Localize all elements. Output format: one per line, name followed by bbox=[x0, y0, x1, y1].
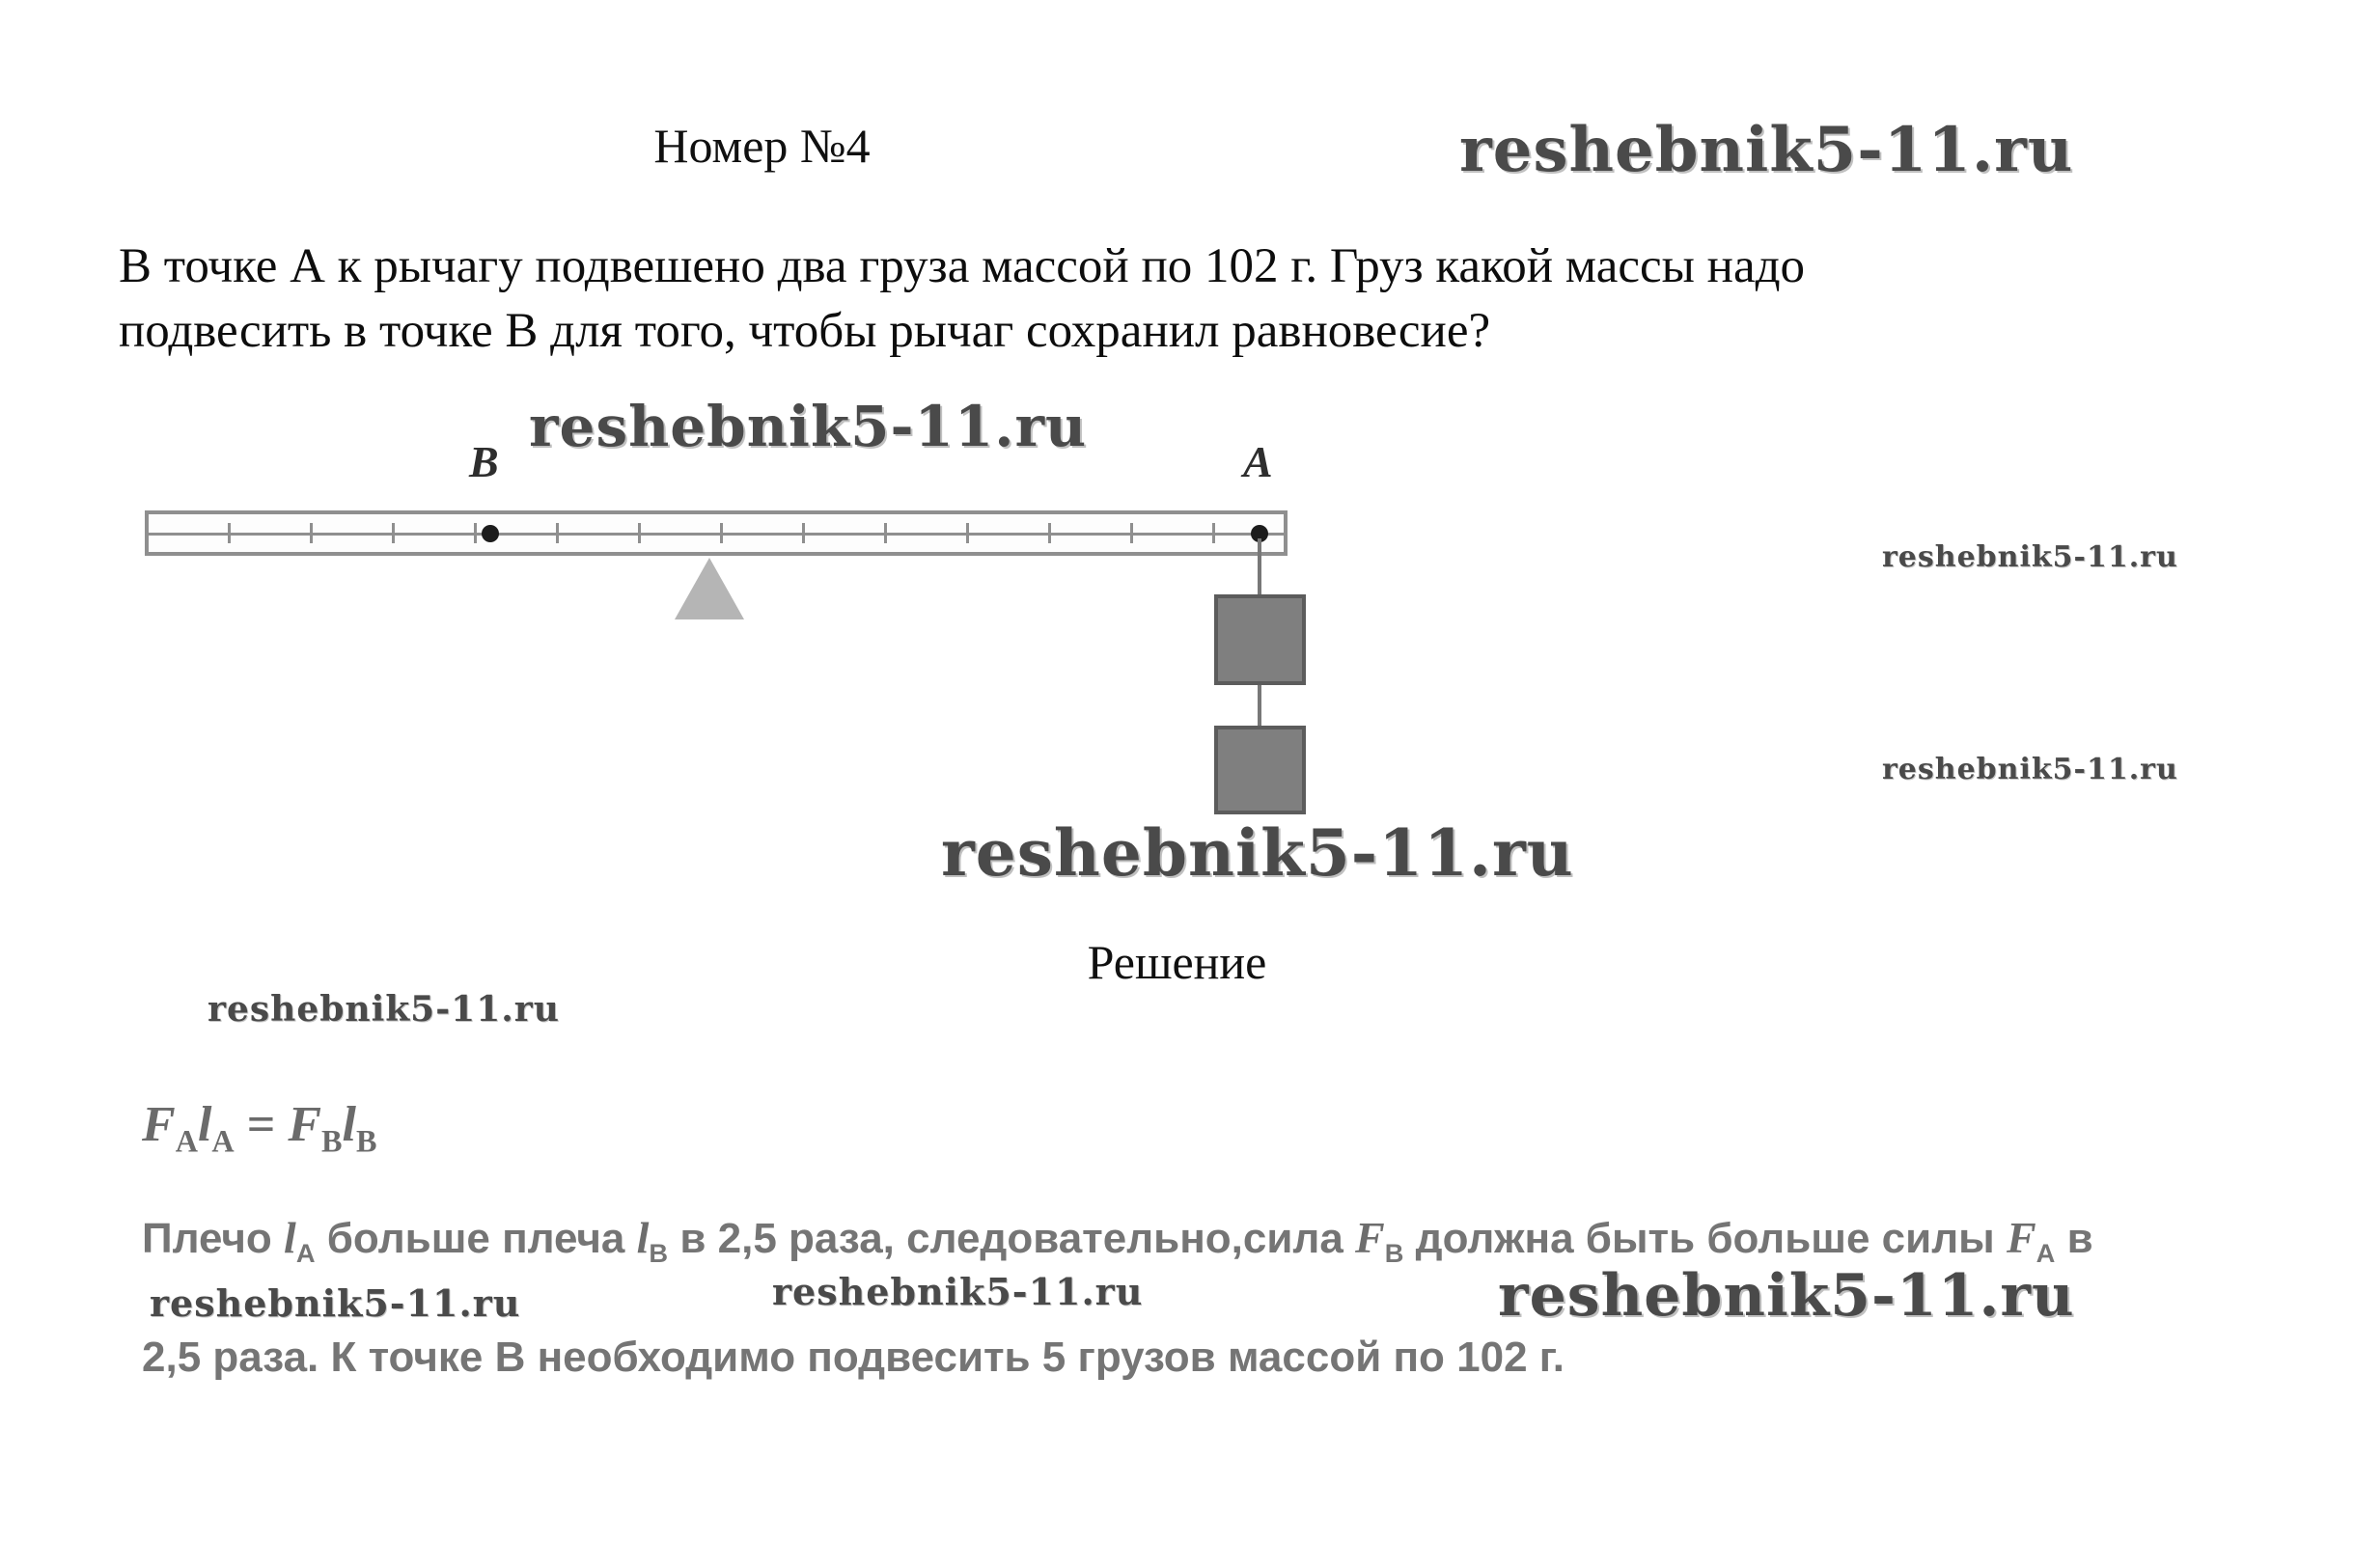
solution-sub-b: B bbox=[649, 1237, 669, 1268]
weight-block-2 bbox=[1214, 726, 1306, 814]
solution-math-f-a: F bbox=[2006, 1213, 2036, 1262]
formula-sub-A: A bbox=[175, 1123, 198, 1159]
solution-math-l-a: l bbox=[284, 1213, 296, 1262]
watermark-left-small: reshebnik5-11.ru bbox=[208, 989, 560, 1030]
watermark-right-1: reshebnik5-11.ru bbox=[1882, 540, 2178, 574]
watermark-diagram: reshebnik5-11.ru bbox=[529, 394, 1088, 459]
page-title: Номер №4 bbox=[653, 119, 871, 173]
solution-sub-a2: A bbox=[2036, 1237, 2056, 1268]
solution-math-f-b: F bbox=[1355, 1213, 1385, 1262]
solution-seg-1: Плечо bbox=[142, 1215, 285, 1262]
solution-seg-5: в bbox=[2055, 1215, 2093, 1262]
solution-text-line-2: 2,5 раза. К точке В необходимо подвесить… bbox=[142, 1334, 1565, 1381]
point-b-dot bbox=[482, 525, 499, 542]
formula-sub-A2: A bbox=[211, 1123, 235, 1159]
formula-F: F bbox=[142, 1097, 176, 1152]
lever-beam bbox=[145, 510, 1288, 556]
solution-seg-3: в 2,5 раза, следовательно,сила bbox=[668, 1215, 1356, 1262]
fulcrum-triangle bbox=[675, 558, 744, 619]
formula-F2: F bbox=[288, 1097, 322, 1152]
weight-block-1 bbox=[1214, 594, 1306, 685]
problem-statement: В точке А к рычагу подвешено два груза м… bbox=[119, 234, 1805, 364]
watermark-top-right: reshebnik5-11.ru bbox=[1459, 114, 2074, 186]
solution-math-l-b: l bbox=[636, 1213, 650, 1262]
solution-heading: Решение bbox=[1087, 935, 1267, 989]
lever-point-a-label: A bbox=[1243, 437, 1273, 486]
formula-l: l bbox=[197, 1097, 212, 1152]
watermark-center: reshebnik5-11.ru bbox=[941, 815, 1574, 891]
beam-tick-marks bbox=[149, 522, 1284, 544]
problem-line-1: В точке А к рычагу подвешено два груза м… bbox=[119, 239, 1806, 293]
solution-sub-a: A bbox=[295, 1237, 316, 1268]
formula-sub-B: B bbox=[321, 1123, 343, 1159]
solution-sub-b2: B bbox=[1384, 1237, 1404, 1268]
formula-l2: l bbox=[342, 1097, 356, 1152]
watermark-row-mid: reshebnik5-11.ru bbox=[772, 1270, 1144, 1313]
watermark-row-left: reshebnik5-11.ru bbox=[150, 1281, 521, 1325]
formula-equals: = bbox=[234, 1097, 289, 1152]
watermark-right-2: reshebnik5-11.ru bbox=[1882, 753, 2178, 786]
solution-text-line-1: Плечо lA больше плеча lB в 2,5 раза, сле… bbox=[142, 1212, 2093, 1269]
solution-seg-2: больше плеча bbox=[315, 1215, 637, 1262]
point-a-dot bbox=[1251, 525, 1268, 542]
equilibrium-formula: FAlA = FBlB bbox=[142, 1096, 377, 1159]
problem-line-2: подвесить в точке В для того, чтобы рыча… bbox=[119, 304, 1491, 358]
formula-sub-B2: B bbox=[356, 1123, 377, 1159]
lever-point-b-label: B bbox=[469, 437, 499, 486]
solution-seg-4: должна быть больше силы bbox=[1403, 1215, 2007, 1262]
watermark-row-right: reshebnik5-11.ru bbox=[1498, 1262, 2075, 1330]
